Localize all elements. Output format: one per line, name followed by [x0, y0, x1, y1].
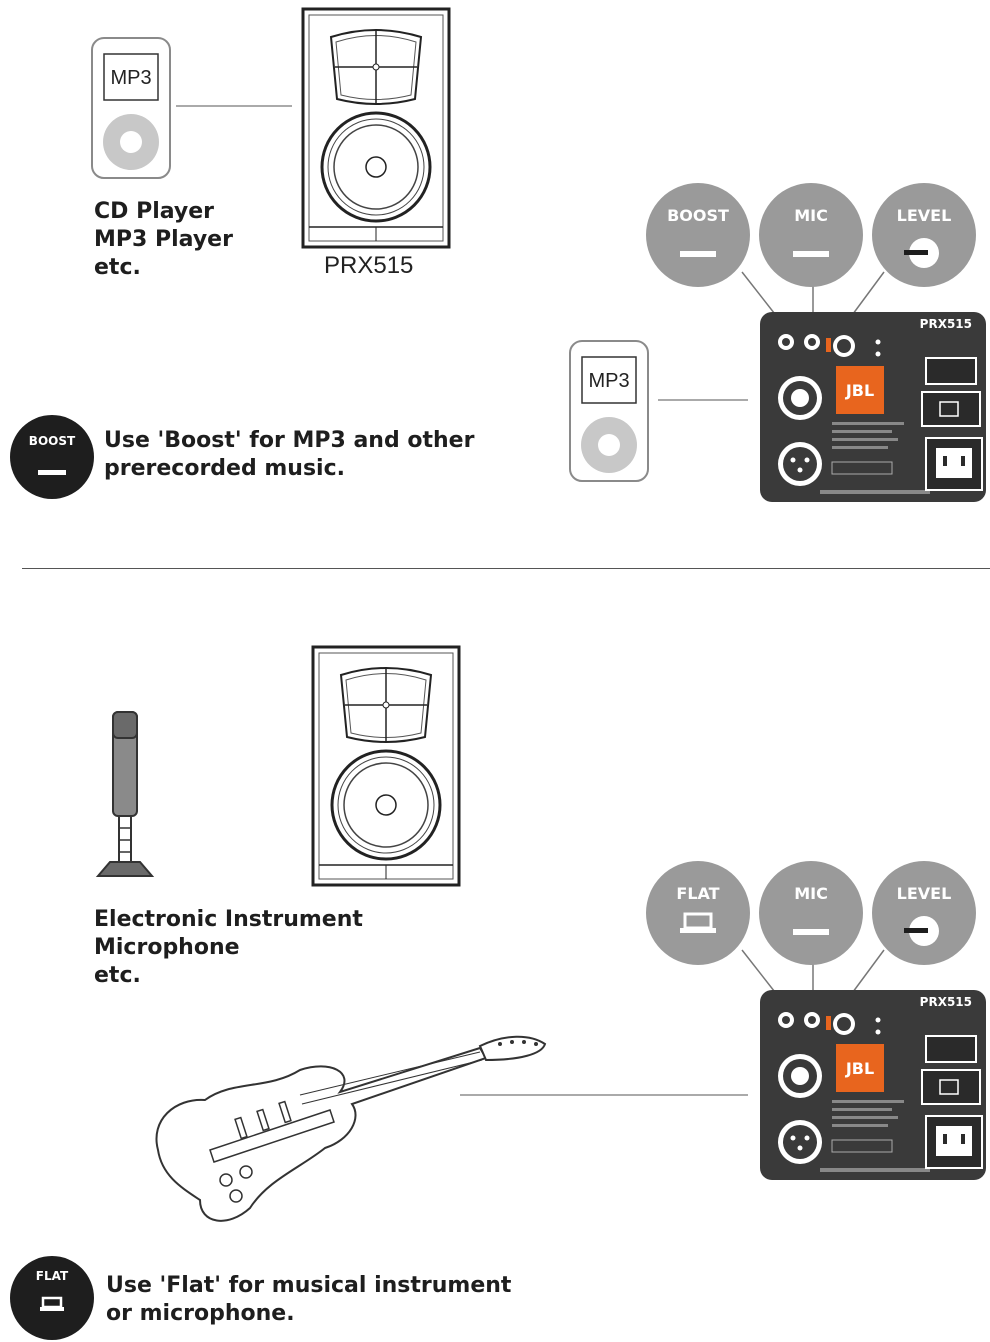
speaker-model-label: PRX515	[324, 252, 414, 279]
mic-callout: MIC	[759, 183, 863, 287]
caption-line: Electronic Instrument	[94, 907, 363, 932]
level-callout: LEVEL	[872, 183, 976, 287]
callout-label: LEVEL	[897, 884, 952, 903]
callout-label: LEVEL	[897, 206, 952, 225]
jbl-logo: JBL	[845, 1059, 874, 1078]
boost-note: Use 'Boost' for MP3 and other prerecorde…	[104, 427, 474, 483]
panel-model-label: PRX515	[920, 317, 972, 331]
mp3-screen-label: MP3	[588, 370, 629, 392]
caption-line: etc.	[94, 255, 141, 280]
section-divider	[22, 568, 990, 569]
caption-line: MP3 Player	[94, 227, 233, 252]
switch-up-icon	[680, 251, 716, 257]
callout-label: MIC	[794, 206, 828, 225]
switch-up-icon	[38, 470, 66, 475]
source-caption-bottom: Electronic Instrument Microphone etc.	[94, 906, 363, 990]
speaker-illustration	[301, 7, 451, 249]
caption-line: Microphone	[94, 935, 240, 960]
mp3-player-source: MP3	[91, 37, 171, 179]
flat-note: Use 'Flat' for musical instrument or mic…	[106, 1272, 511, 1328]
jbl-logo: JBL	[845, 381, 874, 400]
callout-label: FLAT	[676, 884, 719, 903]
boost-callout: BOOST	[646, 183, 750, 287]
badge-label: FLAT	[36, 1269, 69, 1283]
caption-line: etc.	[94, 963, 141, 988]
flat-callout: FLAT	[646, 861, 750, 965]
microphone-illustration	[95, 711, 155, 877]
panel-model-label: PRX515	[920, 995, 972, 1009]
rear-panel-bottom: PRX515 JBL	[759, 989, 987, 1181]
electric-guitar-illustration	[155, 1035, 547, 1222]
note-line: or microphone.	[106, 1301, 295, 1326]
caption-line: CD Player	[94, 199, 215, 224]
mic-callout: MIC	[759, 861, 863, 965]
level-callout: LEVEL	[872, 861, 976, 965]
flat-badge: FLAT	[10, 1256, 94, 1340]
note-line: prerecorded music.	[104, 456, 345, 481]
note-line: Use 'Boost' for MP3 and other	[104, 428, 475, 453]
mp3-screen-label: MP3	[110, 67, 151, 89]
callout-label: BOOST	[667, 206, 729, 225]
boost-badge: BOOST	[10, 415, 94, 499]
rear-panel-top: PRX515 JBL	[759, 311, 987, 503]
callout-label: MIC	[794, 884, 828, 903]
speaker-illustration	[311, 645, 461, 887]
switch-up-icon	[793, 251, 829, 257]
switch-up-icon	[793, 929, 829, 935]
badge-label: BOOST	[29, 434, 76, 448]
mp3-player-panel-source: MP3	[569, 340, 649, 482]
note-line: Use 'Flat' for musical instrument	[106, 1273, 512, 1298]
source-caption-top: CD Player MP3 Player etc.	[94, 198, 233, 282]
